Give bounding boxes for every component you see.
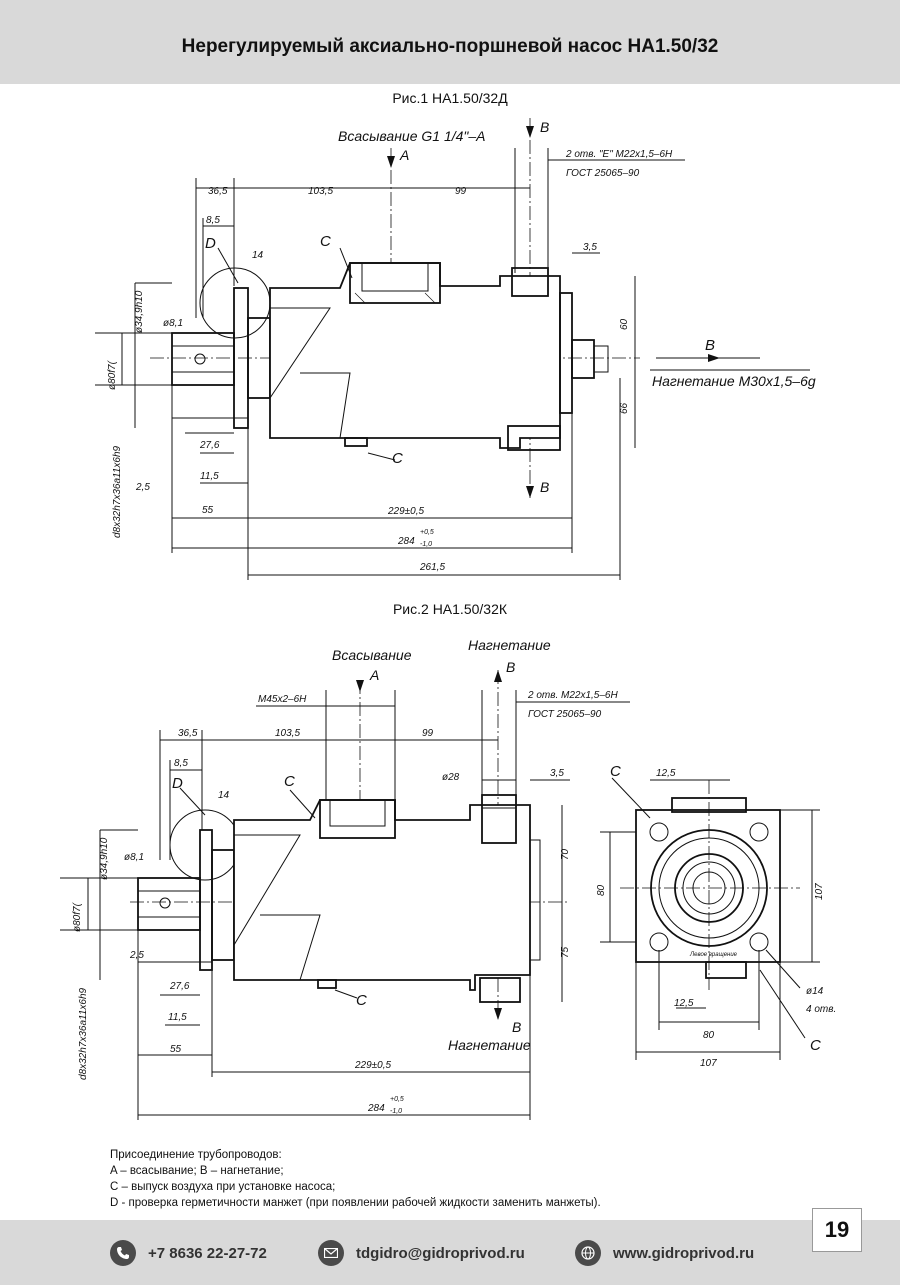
fig2-suction-label: Всасывание <box>332 647 412 663</box>
legend-title: Присоединение трубопроводов: <box>110 1149 282 1161</box>
figure-2-drawing: Всасывание A Нагнетание B B Нагнетание M… <box>60 637 836 1120</box>
fig1-dim-14: 14 <box>252 250 264 261</box>
fig2-label-c-top: C <box>284 773 295 790</box>
fig2-label-c-bottom: C <box>356 992 367 1009</box>
page-title: Нерегулируемый аксиально-поршневой насос… <box>181 36 719 57</box>
fig1-port-b-side: B <box>705 337 715 354</box>
fig2-gost: ГОСТ 25065–90 <box>528 709 602 720</box>
fig1-dim-25: 2,5 <box>135 482 150 493</box>
fig1-dia349: ø34,9h10 <box>134 290 145 333</box>
envelope-icon <box>318 1240 344 1266</box>
fig1-dim-66: 66 <box>619 402 630 414</box>
fig2-dia28: ø28 <box>442 772 460 783</box>
fig2-end-dim-125-top: 12,5 <box>656 768 676 779</box>
fig2-port-a: A <box>369 667 379 683</box>
fig2-end-label-c-bottom: C <box>810 1037 821 1054</box>
fig1-dim-284-up: +0,5 <box>420 529 434 536</box>
fig2-end-dim-80: 80 <box>703 1030 715 1041</box>
fig2-dim-75: 75 <box>560 946 571 958</box>
fig1-dim-284: 284 <box>397 536 415 547</box>
fig1-gost: ГОСТ 25065–90 <box>566 168 640 179</box>
fig2-dim-284-low: -1,0 <box>390 1108 402 1115</box>
contact-phone[interactable]: +7 8636 22-27-72 <box>110 1240 267 1266</box>
figure-1-title: Рис.1 НА1.50/32Д <box>392 90 508 106</box>
fig1-suction-label: Всасывание G1 1/4"–A <box>338 128 486 144</box>
fig1-dim-276: 27,6 <box>199 440 220 451</box>
page-header: Нерегулируемый аксиально-поршневой насос… <box>0 0 900 84</box>
fig1-dia80: ø80f7( <box>107 359 118 390</box>
fig1-discharge-label: Нагнетание M30x1,5–6g <box>652 373 816 389</box>
fig2-spline: d8x32h7x36a11x6h9 <box>78 987 89 1080</box>
fig2-dim-55: 55 <box>170 1044 182 1055</box>
fig1-dim-1035: 103,5 <box>308 186 333 197</box>
fig1-dim-35: 3,5 <box>583 242 597 253</box>
website-url: www.gidroprivod.ru <box>613 1244 755 1262</box>
fig2-end-label-c-top: C <box>610 763 621 780</box>
contact-website[interactable]: www.gidroprivod.ru <box>575 1240 755 1266</box>
phone-number: +7 8636 22-27-72 <box>148 1244 267 1262</box>
fig2-end-dim-107-vert: 107 <box>814 883 825 900</box>
fig2-end-dim-125-bottom: 12,5 <box>674 998 694 1009</box>
fig2-dim-229: 229±0,5 <box>354 1060 392 1071</box>
fig2-dim-85: 8,5 <box>174 758 188 769</box>
fig2-dim-14: 14 <box>218 790 230 801</box>
legend-line-3: D - проверка герметичности манжет (при п… <box>110 1197 601 1209</box>
fig2-label-d: D <box>172 775 183 792</box>
fig1-port-b-bottom: B <box>540 479 549 495</box>
fig2-port-b-top: B <box>506 659 515 675</box>
fig1-port-b-top: B <box>540 119 549 135</box>
fig1-dim-2615: 261,5 <box>419 562 445 573</box>
fig2-dim-284: 284 <box>367 1103 385 1114</box>
fig2-dim-25: 2,5 <box>129 950 144 961</box>
fig2-end-dim-80-vert: 80 <box>596 884 607 896</box>
fig2-dim-99: 99 <box>422 728 434 739</box>
fig1-label-c-top: C <box>320 233 331 250</box>
fig2-dim-276: 27,6 <box>169 981 190 992</box>
fig1-dim-99: 99 <box>455 186 467 197</box>
legend-line-1: A – всасывание; B – нагнетание; <box>110 1165 284 1177</box>
page-footer: +7 8636 22-27-72 tdgidro@gidroprivod.ru … <box>0 1220 900 1285</box>
fig1-label-d: D <box>205 235 216 252</box>
fig1-dim-229: 229±0,5 <box>387 506 425 517</box>
fig1-dim-85: 8,5 <box>206 215 220 226</box>
fig2-end-dia14: ø14 <box>806 986 824 997</box>
fig1-label-c-bottom: C <box>392 450 403 467</box>
legend-line-2: C – выпуск воздуха при установке насоса; <box>110 1181 336 1193</box>
page-number: 19 <box>812 1208 862 1252</box>
fig2-dim-70: 70 <box>560 848 571 860</box>
fig1-spline: d8x32h7x36a11x6h9 <box>112 445 123 538</box>
fig1-dia81: ø8,1 <box>163 318 183 329</box>
globe-icon <box>575 1240 601 1266</box>
email-address: tdgidro@gidroprivod.ru <box>356 1244 525 1262</box>
contact-email[interactable]: tdgidro@gidroprivod.ru <box>318 1240 525 1266</box>
figure-1-drawing: Всасывание G1 1/4"–A A B B B 2 отв. "E" … <box>95 118 816 580</box>
fig2-dim-115: 11,5 <box>168 1012 187 1023</box>
fig2-end-holes4: 4 отв. <box>806 1004 836 1015</box>
fig2-dia80: ø80f7( <box>72 901 83 932</box>
fig2-port-b-bottom: B <box>512 1019 521 1035</box>
fig2-dim-1035: 103,5 <box>275 728 300 739</box>
fig1-dim-284-low: -1,0 <box>420 541 432 548</box>
figure-2-title: Рис.2 НА1.50/32К <box>392 601 508 617</box>
fig2-end-dim-107: 107 <box>700 1058 717 1069</box>
fig1-port-a: A <box>399 147 409 163</box>
fig1-dim-365: 36,5 <box>208 186 228 197</box>
fig2-dia81: ø8,1 <box>124 852 144 863</box>
connection-legend: Присоединение трубопроводов: A – всасыва… <box>110 1147 601 1211</box>
phone-icon <box>110 1240 136 1266</box>
fig2-dim-365: 36,5 <box>178 728 198 739</box>
fig2-discharge-bottom: Нагнетание <box>448 1037 531 1053</box>
fig2-rotation: Левое вращение <box>689 952 738 958</box>
fig2-discharge-top: Нагнетание <box>468 637 551 653</box>
fig2-dia349: ø34,9h10 <box>99 837 110 880</box>
fig1-holes-note: 2 отв. "E" M22x1,5–6H <box>565 149 673 160</box>
fig2-dim-284-up: +0,5 <box>390 1096 404 1103</box>
fig2-dim-35: 3,5 <box>550 768 564 779</box>
fig1-dim-60: 60 <box>619 318 630 330</box>
fig1-dim-115: 11,5 <box>200 471 219 482</box>
fig1-dim-55: 55 <box>202 505 214 516</box>
fig2-thread-note: M45x2–6H <box>258 694 307 705</box>
fig2-holes-note: 2 отв. M22x1,5–6H <box>527 690 618 701</box>
